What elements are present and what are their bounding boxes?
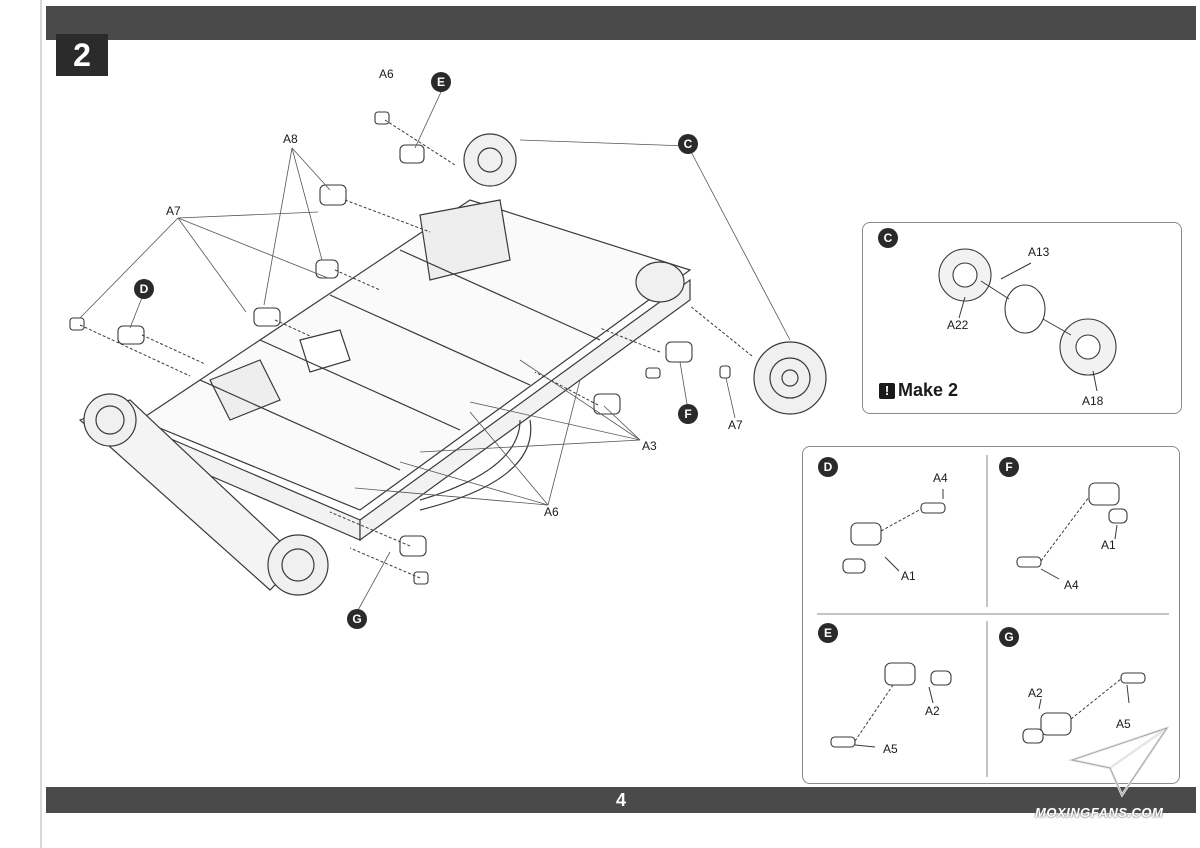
step-number: 2 bbox=[73, 36, 91, 73]
panel-d-badge: D bbox=[818, 457, 838, 477]
subassembly-panel-c: C A13 A22 A18 ! Make 2 bbox=[862, 222, 1182, 414]
panel-c-badge: C bbox=[878, 228, 898, 248]
panel-c-label-a18: A18 bbox=[1082, 394, 1104, 408]
panel-c-label-a13: A13 bbox=[1028, 245, 1050, 259]
callout-f-main: F bbox=[678, 404, 698, 424]
binding-edge bbox=[40, 0, 42, 848]
step-number-box: 2 bbox=[56, 34, 108, 76]
callout-g-main: G bbox=[347, 609, 367, 629]
page-number: 4 bbox=[615, 789, 626, 810]
make-two-note: ! Make 2 bbox=[879, 380, 958, 401]
sprocket-drawing bbox=[938, 248, 1117, 392]
label-a6-top: A6 bbox=[379, 67, 394, 81]
label-a6-bottom: A6 bbox=[544, 505, 559, 519]
panel-e-label-a5: A5 bbox=[883, 742, 898, 756]
panel-c-label-a22: A22 bbox=[947, 318, 969, 332]
panel-f-label-a1: A1 bbox=[1101, 538, 1116, 552]
warning-icon: ! bbox=[879, 382, 895, 399]
header-bar bbox=[46, 6, 1196, 40]
callout-e-main: E bbox=[431, 72, 451, 92]
label-a3: A3 bbox=[642, 439, 657, 453]
panel-g-badge: G bbox=[999, 627, 1019, 647]
label-a8: A8 bbox=[283, 132, 298, 146]
panel-d-label-a1: A1 bbox=[901, 569, 916, 583]
subassembly-grid-panel: D A4 A1 F A1 A4 E A2 A5 G A2 A5 bbox=[802, 446, 1180, 784]
panel-e-label-a2: A2 bbox=[925, 704, 940, 718]
watermark-text: MOXINGFANS.COM bbox=[1035, 805, 1164, 820]
panel-g-label-a5: A5 bbox=[1116, 717, 1131, 731]
paper-plane-logo-icon bbox=[1067, 725, 1171, 798]
panel-e-badge: E bbox=[818, 623, 838, 643]
label-a7-left: A7 bbox=[166, 204, 181, 218]
panel-g-label-a2: A2 bbox=[1028, 686, 1043, 700]
subassembly-drawings bbox=[817, 455, 1169, 777]
callout-d-main: D bbox=[134, 279, 154, 299]
footer-bar: 4 bbox=[46, 787, 1196, 813]
callout-c-main: C bbox=[678, 134, 698, 154]
panel-d-label-a4: A4 bbox=[933, 471, 948, 485]
make-two-text: Make 2 bbox=[898, 380, 959, 400]
panel-f-badge: F bbox=[999, 457, 1019, 477]
panel-f-label-a4: A4 bbox=[1064, 578, 1079, 592]
label-a7-right: A7 bbox=[728, 418, 743, 432]
